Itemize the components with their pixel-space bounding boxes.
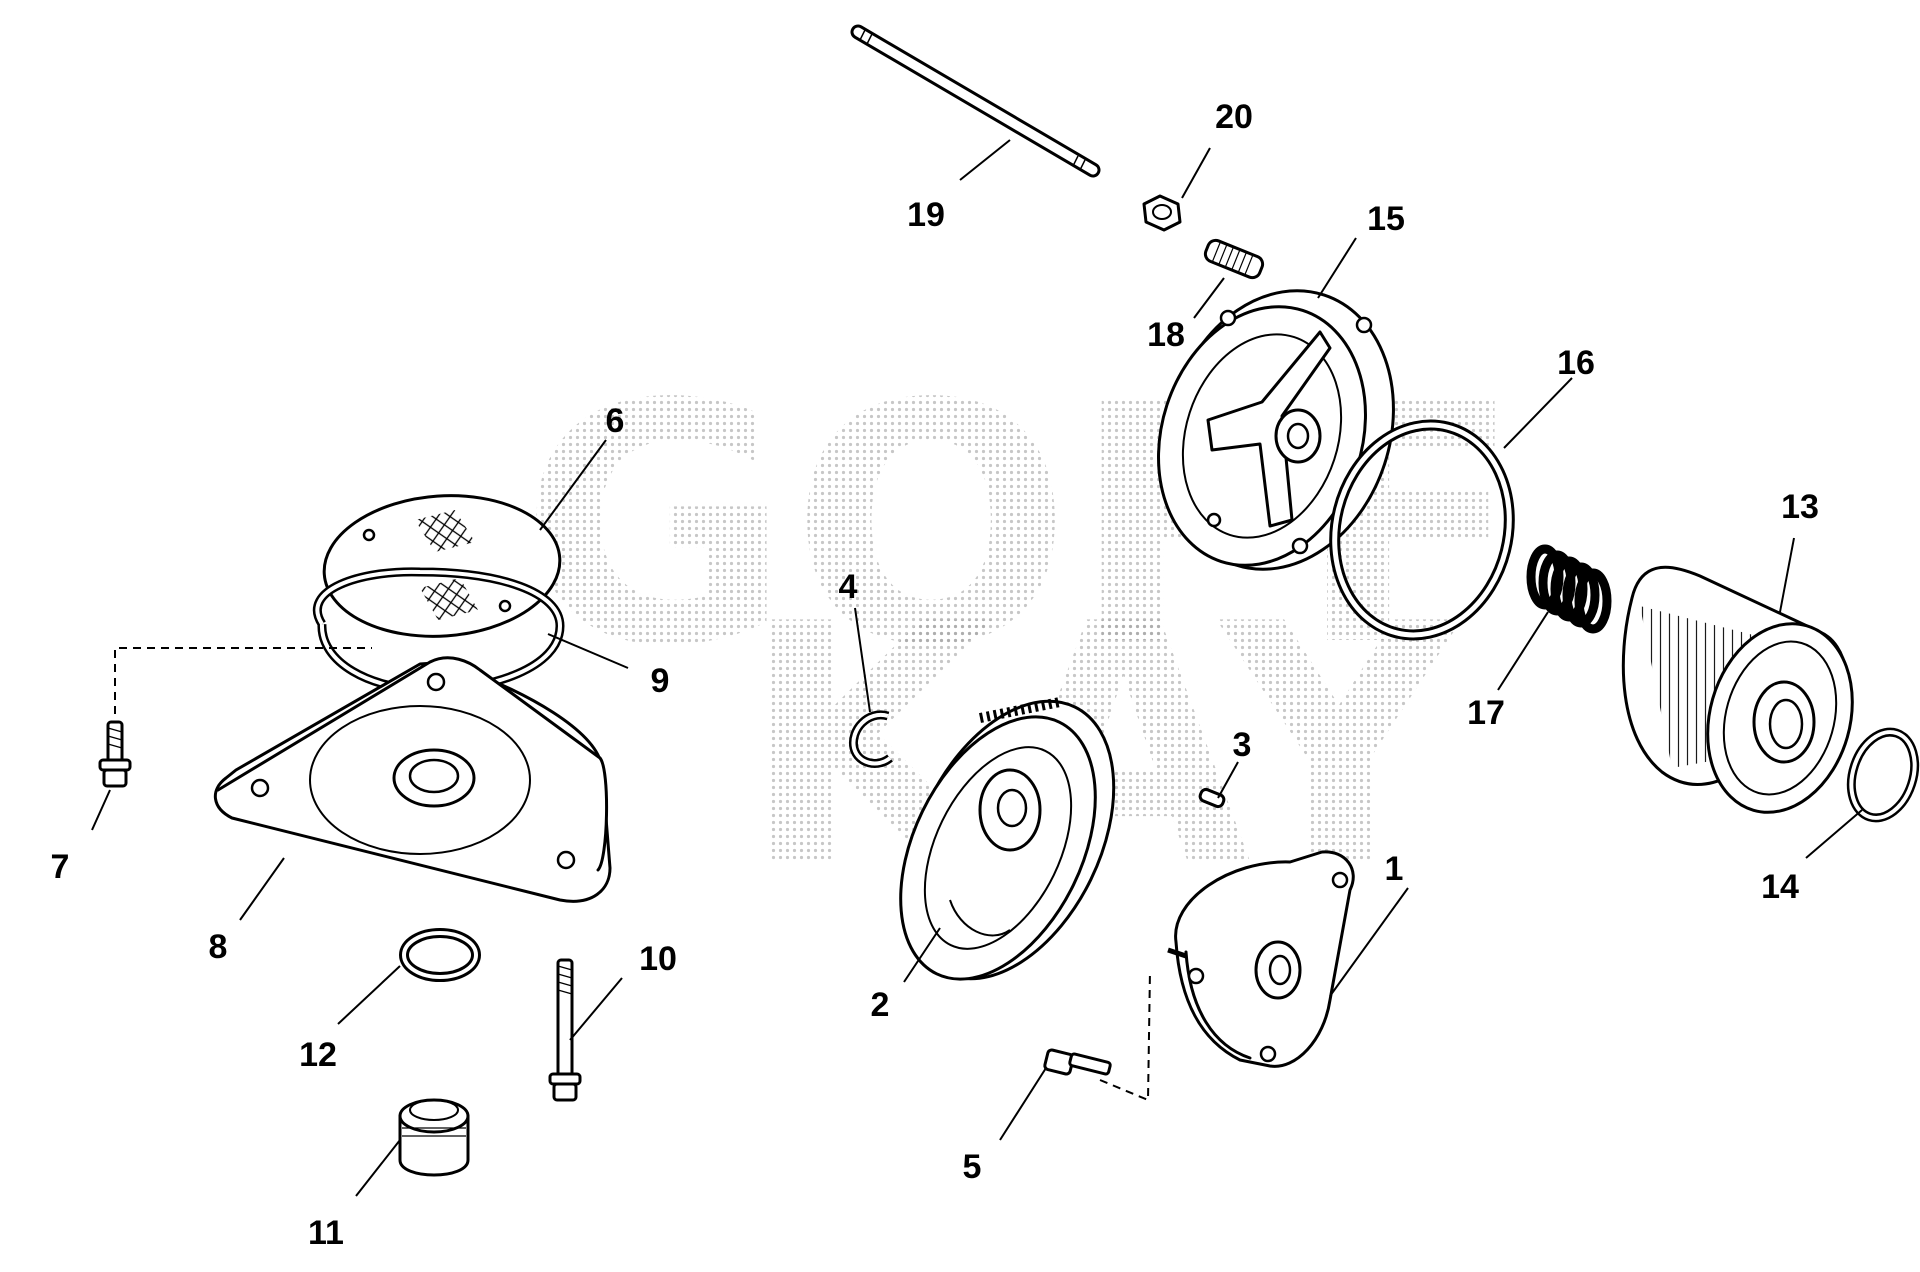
part-7-screw (98, 720, 132, 788)
callout-10: 10 (639, 940, 677, 978)
part-5-screw (1043, 1048, 1112, 1076)
callout-5: 5 (963, 1148, 982, 1186)
part-11-plug (398, 1098, 470, 1177)
callout-20: 20 (1215, 98, 1253, 136)
callout-2: 2 (871, 986, 890, 1024)
callout-13: 13 (1781, 488, 1819, 526)
leader-lines (91, 139, 1863, 1197)
part-13-filter-element (1621, 565, 1854, 814)
callouts: 1 2 3 4 5 6 7 8 9 10 11 12 13 14 15 16 1… (51, 98, 1819, 1252)
callout-19: 19 (907, 196, 945, 234)
callout-16: 16 (1557, 344, 1595, 382)
part-6-screen (322, 494, 562, 638)
callout-14: 14 (1761, 868, 1799, 906)
callout-11: 11 (308, 1214, 344, 1252)
callout-15: 15 (1367, 200, 1405, 238)
callout-9: 9 (651, 662, 670, 700)
callout-4: 4 (839, 568, 858, 606)
part-12-o-ring (399, 928, 481, 982)
part-2-gear (899, 697, 1116, 981)
part-1-pump-body (1167, 850, 1355, 1068)
part-14-o-ring (1846, 727, 1920, 823)
part-18-stud (1203, 238, 1265, 280)
part-17-spring (1526, 544, 1612, 634)
callout-1: 1 (1385, 850, 1404, 888)
part-19-rod (850, 24, 1101, 178)
callout-3: 3 (1233, 726, 1252, 764)
callout-18: 18 (1147, 316, 1185, 354)
callout-7: 7 (51, 848, 70, 886)
part-20-nut (1142, 194, 1182, 232)
assembly-dashed-lines (114, 647, 1151, 1102)
callout-6: 6 (606, 402, 625, 440)
part-8-base-plate (214, 656, 612, 903)
part-10-bolt (548, 958, 582, 1102)
part-4-snap-ring (848, 710, 893, 768)
part-9-gasket (312, 567, 565, 695)
part-3-pin (1198, 787, 1226, 809)
callout-8: 8 (209, 928, 228, 966)
callout-17: 17 (1467, 694, 1505, 732)
callout-12: 12 (299, 1036, 337, 1074)
part-16-o-ring (1329, 419, 1515, 641)
